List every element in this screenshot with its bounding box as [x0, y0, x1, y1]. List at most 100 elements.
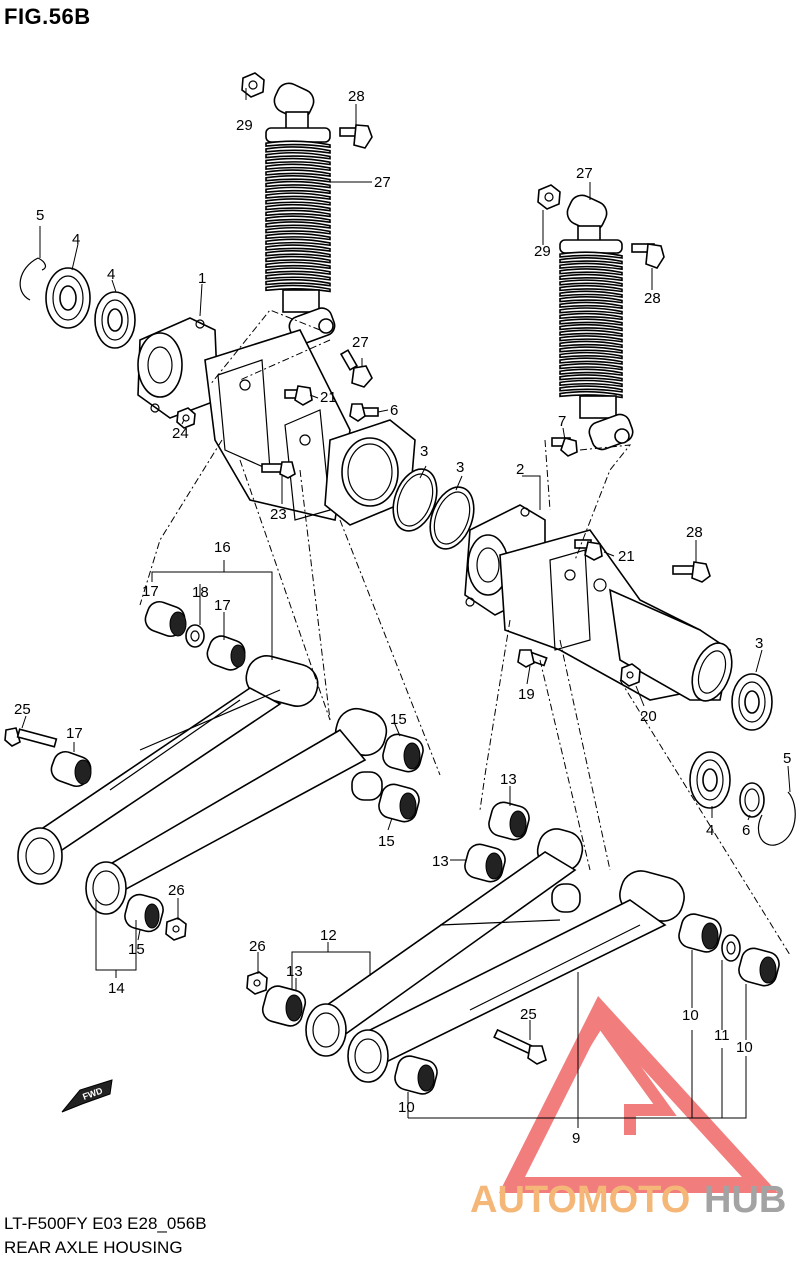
bushing-13-c [261, 985, 307, 1027]
bushing-13-a [488, 801, 530, 841]
callout-25: 25 [520, 1006, 537, 1023]
assembly-guide-lines [139, 309, 791, 956]
upper-a-arm-16-left [17, 655, 319, 885]
callout-15: 15 [378, 833, 395, 850]
nut-26-left [165, 917, 187, 941]
left-shock-absorber [265, 82, 336, 345]
bushing-10-a [678, 913, 722, 953]
nut-26-right [246, 971, 268, 995]
upper-arm-12-right [305, 828, 584, 1057]
callout-9: 9 [572, 1130, 580, 1147]
washer-11 [721, 934, 741, 962]
bolt-6-left [349, 403, 379, 422]
callout-4: 4 [72, 231, 80, 248]
callout-10: 10 [398, 1099, 415, 1116]
lower-arm-14-left [85, 707, 388, 915]
callout-3: 3 [456, 459, 464, 476]
bolt-28-right [631, 243, 665, 269]
bolt-27-mid [339, 349, 373, 388]
bushing-15-a [382, 733, 424, 773]
callout-12: 12 [320, 927, 337, 944]
callout-25: 25 [14, 701, 31, 718]
callout-5: 5 [36, 207, 44, 224]
washer-18 [185, 624, 205, 648]
bushing-15-c [124, 893, 164, 933]
callout-3: 3 [420, 443, 428, 460]
callout-4: 4 [107, 266, 115, 283]
gasket-3-b [429, 486, 475, 550]
model-code: LT-F500FY E03 E28_056B [4, 1214, 207, 1233]
bushing-17-c [50, 750, 92, 788]
bolt-19 [517, 649, 548, 668]
callout-24: 24 [172, 425, 189, 442]
housing-flange [324, 419, 416, 526]
nut-20 [620, 663, 641, 687]
spacer-6-right [739, 782, 765, 818]
lower-arm-9-right [347, 870, 685, 1083]
gasket-3-a [392, 468, 438, 532]
bolt-7 [551, 437, 578, 457]
callout-26: 26 [168, 882, 185, 899]
nut-24 [176, 407, 196, 429]
bolt-25-left [4, 727, 58, 748]
callout-27: 27 [374, 174, 391, 191]
forward-direction-marker: FWD [61, 1079, 113, 1113]
callout-20: 20 [640, 708, 657, 725]
hub-1-left [137, 317, 219, 419]
bolt-28-right-low [672, 561, 711, 583]
watermark-logo: AUTOMOTO HUB [470, 996, 786, 1221]
callout-16: 16 [214, 539, 231, 556]
bushing-10-b [738, 947, 780, 987]
callout-6: 6 [390, 402, 398, 419]
nut-29-right [537, 184, 561, 210]
callout-6: 6 [742, 822, 750, 839]
bushing-10-c [394, 1055, 438, 1095]
nut-29-left [241, 72, 265, 98]
bushing-17-b [206, 635, 246, 671]
right-shock-absorber [559, 194, 634, 451]
bolt-21-left [284, 385, 313, 406]
callout-5: 5 [783, 750, 791, 767]
callout-26: 26 [249, 938, 266, 955]
callout-21: 21 [320, 389, 337, 406]
callout-17: 17 [66, 725, 83, 742]
callout-13: 13 [286, 963, 303, 980]
bushing-13-b [464, 843, 506, 883]
callout-28: 28 [686, 524, 703, 541]
callout-13: 13 [432, 853, 449, 870]
callout-4: 4 [706, 822, 714, 839]
bolt-23 [261, 461, 296, 479]
callout-10: 10 [736, 1039, 753, 1056]
section-caption: REAR AXLE HOUSING [4, 1238, 183, 1257]
callout-21: 21 [618, 548, 635, 565]
circlip-5-left [19, 257, 47, 301]
callout-29: 29 [534, 243, 551, 260]
callout-15: 15 [390, 711, 407, 728]
callout-7: 7 [558, 413, 566, 430]
bushing-17-a [144, 600, 187, 638]
callout-11: 11 [714, 1027, 730, 1044]
callout-19: 19 [518, 686, 535, 703]
watermark-brand-right: HUB [704, 1179, 786, 1221]
bushing-15-b [378, 783, 420, 823]
callout-14: 14 [108, 980, 125, 997]
watermark-brand-left: AUTOMOTO [470, 1179, 690, 1221]
callout-17: 17 [214, 597, 231, 614]
callout-10: 10 [682, 1007, 699, 1024]
callout-labels: 29 28 27 27 29 28 5 4 4 1 27 21 6 7 24 3… [14, 88, 791, 1147]
bearing-4-right [689, 751, 731, 809]
callout-28: 28 [348, 88, 365, 105]
bearing-4-left-outer [45, 267, 91, 329]
callout-13: 13 [500, 771, 517, 788]
callout-18: 18 [192, 584, 209, 601]
callout-27: 27 [576, 165, 593, 182]
bearing-3-right [731, 673, 773, 731]
callout-23: 23 [270, 506, 287, 523]
callout-28: 28 [644, 290, 661, 307]
callout-29: 29 [236, 117, 253, 134]
callout-15: 15 [128, 941, 145, 958]
callout-3: 3 [755, 635, 763, 652]
bolt-25-right [493, 1028, 547, 1065]
callout-27: 27 [352, 334, 369, 351]
